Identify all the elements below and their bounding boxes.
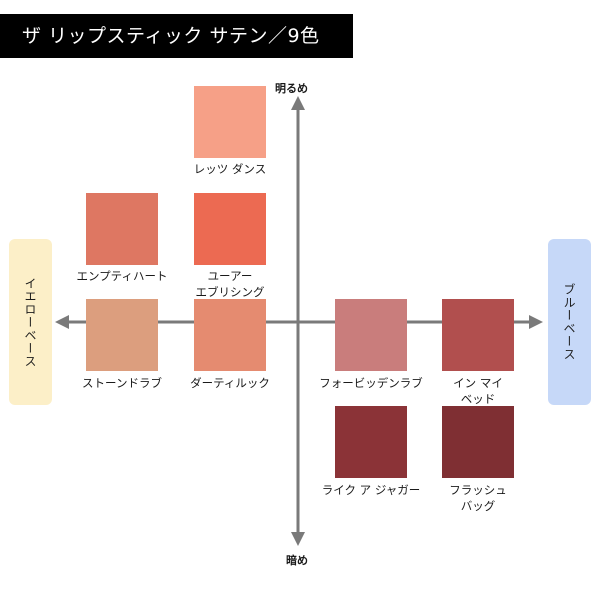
yellow-base-box: イエローベース xyxy=(9,239,52,405)
blue-base-box: ブルーベース xyxy=(548,239,591,405)
axis-label-yellow-base: イエローベース xyxy=(23,276,37,368)
swatch-lets-dance xyxy=(194,86,266,158)
swatch-label: ストーンドラブ xyxy=(82,376,162,390)
swatch-label: エンプティハート xyxy=(76,269,168,283)
swatch-label: フォービッデンラブ xyxy=(319,376,423,390)
swatch-label: ユーアー エブリシング xyxy=(195,269,265,299)
page-title: ザ リップスティック サテン／9色 xyxy=(0,14,353,58)
arrow-up-icon xyxy=(291,96,305,110)
swatch-label: レッツ ダンス xyxy=(193,162,267,176)
swatch-label: イン マイ ベッド xyxy=(453,376,503,406)
swatch-in-my-bed xyxy=(442,299,514,371)
swatch-like-a-jaguar xyxy=(335,406,407,478)
arrow-down-icon xyxy=(291,532,305,546)
swatch-label: ライク ア ジャガー xyxy=(321,483,421,497)
swatch-dirty-look xyxy=(194,299,266,371)
swatch-label: ダーティルック xyxy=(190,376,270,390)
axis-label-dark: 暗め xyxy=(286,554,308,567)
swatch-stoned-love xyxy=(86,299,158,371)
swatch-flashback xyxy=(442,406,514,478)
axis-label-bright: 明るめ xyxy=(275,82,308,95)
swatch-youre-everything xyxy=(194,193,266,265)
swatch-empty-heart xyxy=(86,193,158,265)
swatch-label: フラッシュ バッグ xyxy=(449,483,507,513)
arrow-right-icon xyxy=(529,315,543,329)
axis-label-blue-base: ブルーベース xyxy=(562,283,576,361)
swatch-forbidden-love xyxy=(335,299,407,371)
arrow-left-icon xyxy=(55,315,69,329)
